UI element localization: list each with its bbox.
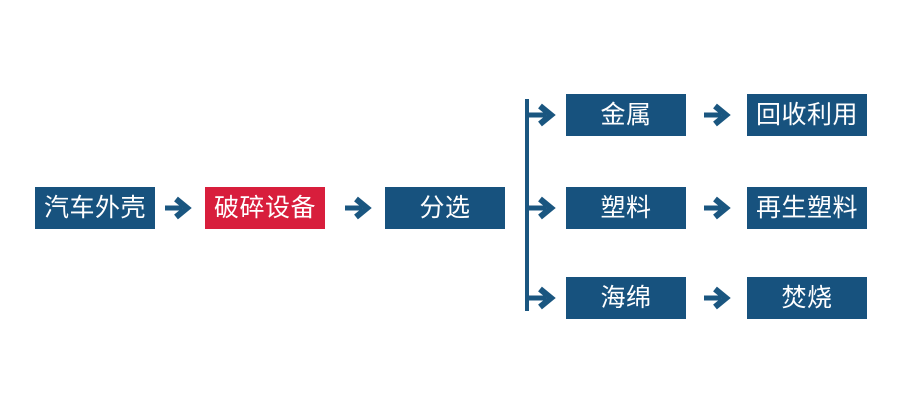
box-recycled-plastic: 再生塑料 bbox=[747, 187, 867, 229]
box-recycling: 回收利用 bbox=[747, 94, 867, 136]
box-sorting: 分选 bbox=[385, 187, 505, 229]
box-incineration: 焚烧 bbox=[747, 277, 867, 319]
box-car-shell: 汽车外壳 bbox=[35, 187, 155, 229]
branch-arrow-right-icon bbox=[527, 286, 556, 310]
box-sponge: 海绵 bbox=[566, 277, 686, 319]
arrow-right-icon bbox=[165, 196, 192, 220]
arrow-right-icon bbox=[704, 196, 731, 220]
arrow-right-icon bbox=[704, 103, 731, 127]
branch-arrow-right-icon bbox=[527, 103, 556, 127]
branch-arrow-right-icon bbox=[527, 196, 556, 220]
box-plastic: 塑料 bbox=[566, 187, 686, 229]
branch-connector-line bbox=[525, 99, 529, 311]
box-crushing-equipment: 破碎设备 bbox=[205, 187, 325, 229]
box-metal: 金属 bbox=[566, 94, 686, 136]
arrow-right-icon bbox=[345, 196, 372, 220]
arrow-right-icon bbox=[704, 286, 731, 310]
